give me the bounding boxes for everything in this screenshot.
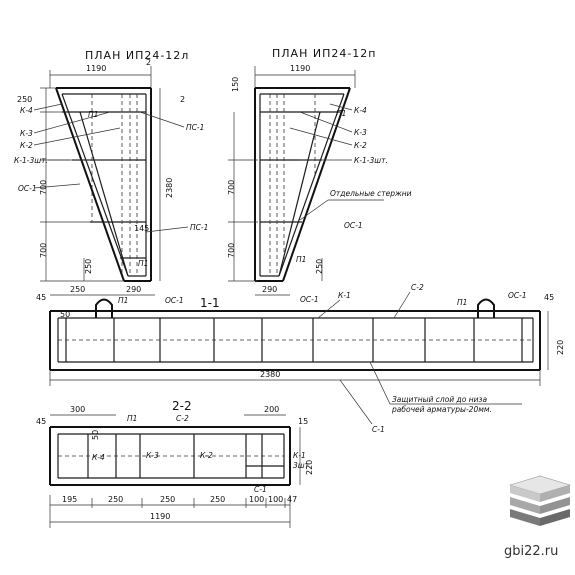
section-1-1: 1-1 45 45 220 50 2380 [36, 283, 565, 434]
label-left-k3: К-3 [20, 129, 33, 138]
dim-left-145: 145 [134, 224, 149, 233]
dim-left-700-b: 700 [39, 243, 48, 258]
dim-s2-300: 300 [70, 405, 85, 414]
dim-s1-50: 50 [60, 310, 70, 319]
dim-s2-250-a: 250 [108, 495, 123, 504]
label-s2-k3: К-3 [146, 451, 159, 460]
label-s2-c1: С-1 [254, 485, 267, 494]
label-s1-oc1-right: ОС-1 [508, 291, 527, 300]
dim-left-top-2: 2 [146, 58, 151, 67]
label-s2-k2: К-2 [200, 451, 213, 460]
label-s1-c2: С-2 [411, 283, 424, 292]
dim-left-2: 2 [180, 95, 185, 104]
site-logo [508, 475, 572, 526]
dim-s2-200: 200 [264, 405, 279, 414]
label-s1-k1: К-1 [338, 291, 351, 300]
label-s1-oc1-mid: ОС-1 [300, 295, 319, 304]
watermark-text: gbi22.ru [504, 544, 558, 559]
label-right-oc1: ОС-1 [344, 221, 363, 230]
dim-s1-220: 220 [556, 340, 565, 355]
dim-s2-100-b: 100 [268, 495, 283, 504]
label-left-k4: К-4 [20, 106, 33, 115]
label-right-k13: К-1-3шт. [354, 156, 388, 165]
dim-left-250-top: 250 [17, 95, 32, 104]
label-s2-3sht: 3шт. [293, 461, 311, 470]
dim-right-150: 150 [231, 77, 240, 92]
dim-250-under-left: 250 [70, 285, 85, 294]
label-left-p1-top: П1 [88, 110, 98, 119]
label-s2-k4: К-4 [92, 453, 105, 462]
section-2-2: 2-2 300 200 45 15 50 П1 С-2 К-4 К-3 К-2 … [36, 399, 314, 528]
dim-left-250-bottom: 250 [84, 259, 93, 274]
label-right-p1: П1 [336, 109, 346, 118]
dim-s2-220: 220 [305, 460, 314, 475]
label-s2-p1: П1 [127, 414, 137, 423]
label-s1-p1-left: П1 [118, 296, 128, 305]
note-cover-line1: Защитный слой до низа [392, 395, 487, 404]
dim-s2-50: 50 [91, 430, 100, 440]
dim-s1-2380: 2380 [260, 370, 280, 379]
dim-left-top-width: 1190 [86, 64, 106, 73]
label-left-k13: К-1-3шт. [14, 156, 48, 165]
dim-left-2380: 2380 [165, 178, 174, 198]
dim-right-250-bottom: 250 [315, 259, 324, 274]
dim-right-700-a: 700 [227, 180, 236, 195]
label-right-p1-bottom: П1 [296, 255, 306, 264]
dim-s2-100-a: 100 [249, 495, 264, 504]
dim-right-top-width: 1190 [290, 64, 310, 73]
dim-290-left: 290 [126, 285, 141, 294]
label-left-p1-bottom: П1 [138, 259, 148, 268]
label-s2-k1: К-1 [293, 451, 306, 460]
dim-290-right: 290 [262, 285, 277, 294]
dim-s1-45-left: 45 [36, 293, 46, 302]
section-1-title: 1-1 [200, 296, 220, 310]
dim-s2-250-c: 250 [210, 495, 225, 504]
note-cover-line2: рабочей арматуры-20мм. [391, 405, 492, 414]
dim-s2-15: 15 [298, 417, 308, 426]
label-right-k3: К-3 [354, 128, 367, 137]
label-left-k2: К-2 [20, 141, 33, 150]
label-left-ps1-b: ПС-1 [190, 223, 208, 232]
label-right-k2: К-2 [354, 141, 367, 150]
dim-s2-1190: 1190 [150, 512, 170, 521]
plan-right-title: ПЛАН ИП24-12п [272, 47, 377, 60]
dim-s2-45-left: 45 [36, 417, 46, 426]
section-2-title: 2-2 [172, 399, 192, 413]
dim-s2-195: 195 [62, 495, 77, 504]
dim-s2-47: 47 [287, 495, 297, 504]
label-s2-c2: С-2 [176, 414, 189, 423]
dim-right-700-b: 700 [227, 243, 236, 258]
label-right-separate-rods: Отдельные стержни [330, 189, 412, 198]
label-s1-oc1-left: ОС-1 [165, 296, 184, 305]
plan-left: 1190 2 250 700 700 2380 2 [14, 58, 208, 282]
label-s1-c1: С-1 [372, 425, 385, 434]
label-s1-p1-right: П1 [457, 298, 467, 307]
label-right-k4: К-4 [354, 106, 367, 115]
label-left-ps1-a: ПС-1 [186, 123, 204, 132]
plan-left-title: ПЛАН ИП24-12л [85, 49, 189, 62]
dim-s2-250-b: 250 [160, 495, 175, 504]
plan-right: 1190 150 700 700 250 К-4 К-3 К-2 [227, 64, 412, 282]
label-left-oc1: ОС-1 [18, 184, 37, 193]
dim-s1-45-right: 45 [544, 293, 554, 302]
